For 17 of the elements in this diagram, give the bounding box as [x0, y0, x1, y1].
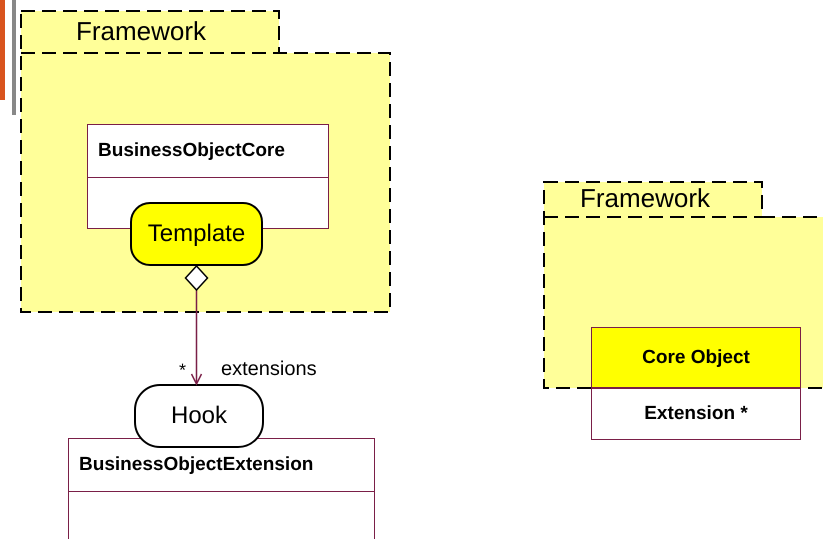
class-name: BusinessObjectCore: [98, 140, 285, 162]
package-box: [20, 10, 391, 313]
package-title: Framework: [76, 18, 206, 44]
object-box: [591, 388, 801, 440]
object-label: Core Object: [642, 346, 750, 368]
class-name: BusinessObjectExtension: [79, 454, 314, 476]
multiplicity-label: *: [179, 361, 186, 379]
package-box: [543, 181, 823, 389]
box-label: Template: [148, 220, 246, 248]
class-box: [68, 438, 375, 539]
object-label: Extension *: [644, 403, 748, 425]
object-box: [591, 327, 801, 388]
aggregation-arrow: [184, 265, 208, 385]
rounded-box: [134, 384, 264, 448]
package-title: Framework: [580, 185, 710, 211]
rounded-box: [130, 202, 263, 266]
box-label: Hook: [170, 402, 228, 430]
